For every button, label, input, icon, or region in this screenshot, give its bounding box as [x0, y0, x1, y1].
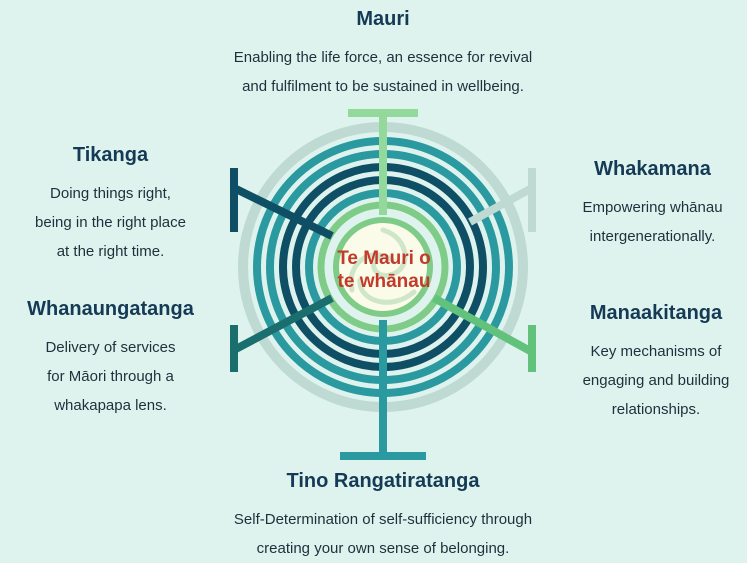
node-desc-line: creating your own sense of belonging. — [256, 540, 510, 557]
node-desc-line: Doing things right, — [50, 185, 171, 202]
center-title-line1: Te Mauri o — [337, 248, 431, 269]
node-desc-line: and fulfilment to be sustained in wellbe… — [242, 78, 524, 95]
node-tino-rangatiratanga: Tino Rangatiratanga Self-Determination o… — [163, 470, 603, 563]
node-whanaungatanga: Whanaungatanga Delivery of services for … — [8, 298, 213, 420]
node-desc-line: whakapapa lens. — [54, 397, 167, 414]
node-title: Tikanga — [72, 144, 149, 166]
node-title: Manaakitanga — [589, 302, 723, 324]
node-title: Mauri — [356, 8, 410, 30]
node-desc-line: Key mechanisms of — [590, 343, 722, 360]
node-desc-line: relationships. — [611, 401, 701, 418]
node-desc-line: Enabling the life force, an essence for … — [233, 49, 533, 66]
koru-center — [333, 217, 433, 317]
spoke-whanaungatanga — [232, 294, 334, 354]
node-desc-line: Self-Determination of self-sufficiency t… — [233, 511, 533, 528]
node-desc-line: being in the right place — [35, 214, 186, 231]
node-desc-line: Empowering whānau — [582, 199, 723, 216]
node-mauri: Mauri Enabling the life force, an essenc… — [183, 8, 583, 101]
center-title: Te Mauri o te whānau — [300, 247, 468, 293]
node-desc-line: Delivery of services — [45, 339, 176, 356]
center-title-line2: te whānau — [337, 271, 431, 292]
node-title: Whanaungatanga — [27, 298, 194, 320]
node-desc-line: for Māori through a — [47, 368, 174, 385]
spoke-whakamana — [468, 184, 534, 226]
koru-swirl-icon — [348, 227, 417, 305]
node-title: Tino Rangatiratanga — [286, 470, 480, 492]
node-desc-line: intergenerationally. — [589, 228, 716, 245]
node-whakamana: Whakamana Empowering whānau intergenerat… — [560, 158, 745, 251]
spoke-manaakitanga — [432, 294, 534, 356]
spoke-tikanga — [232, 184, 334, 240]
spokes — [230, 109, 536, 460]
node-desc-line: at the right time. — [56, 243, 165, 260]
node-tikanga: Tikanga Doing things right, being in the… — [8, 144, 213, 266]
node-title: Whakamana — [594, 158, 711, 180]
node-manaakitanga: Manaakitanga Key mechanisms of engaging … — [566, 302, 746, 424]
node-desc-line: engaging and building — [582, 372, 730, 389]
